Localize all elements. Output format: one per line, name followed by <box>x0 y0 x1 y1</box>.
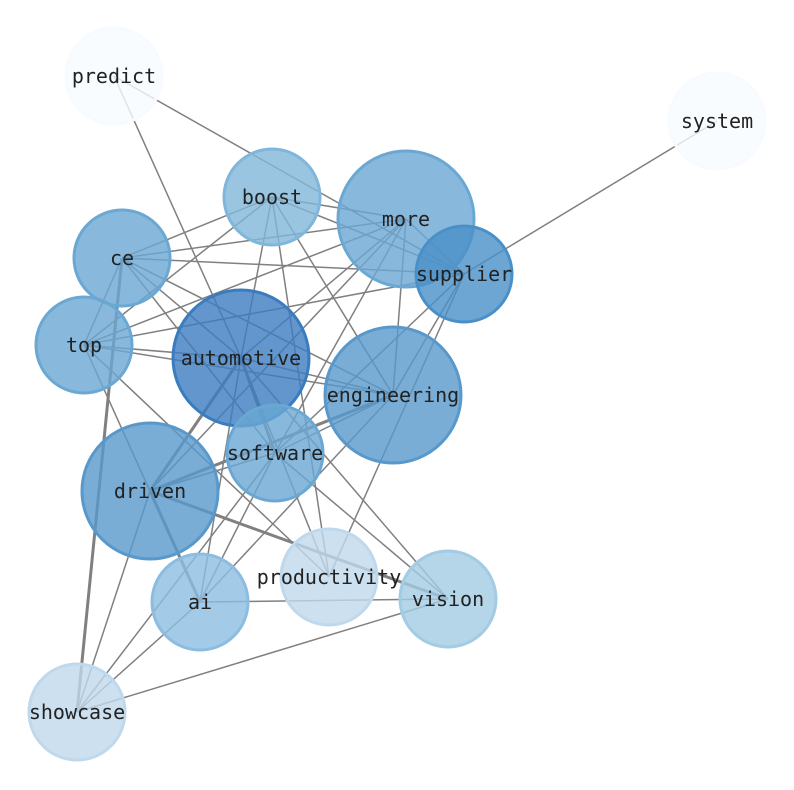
node-vision[interactable]: vision <box>398 549 498 649</box>
node-predict[interactable]: predict <box>64 26 164 126</box>
node-top[interactable]: top <box>34 295 134 395</box>
node-engineering[interactable]: engineering <box>323 325 463 465</box>
node-label: vision <box>412 587 484 611</box>
node-automotive[interactable]: automotive <box>171 288 311 428</box>
node-label: boost <box>242 185 302 209</box>
node-label: system <box>681 109 753 133</box>
node-circle <box>27 662 127 762</box>
node-label: engineering <box>327 383 459 407</box>
node-label: automotive <box>181 346 301 370</box>
node-label: more <box>382 207 430 231</box>
node-label: ce <box>110 246 134 270</box>
node-circle <box>279 527 379 627</box>
node-circle <box>80 421 220 561</box>
node-circle <box>150 552 250 652</box>
node-software[interactable]: software <box>225 403 325 503</box>
node-driven[interactable]: driven <box>80 421 220 561</box>
node-showcase[interactable]: showcase <box>27 662 127 762</box>
node-boost[interactable]: boost <box>222 147 322 247</box>
node-supplier[interactable]: supplier <box>414 224 514 324</box>
node-circle <box>222 147 322 247</box>
node-circle <box>414 224 514 324</box>
node-label: software <box>227 441 323 465</box>
node-ai[interactable]: ai <box>150 552 250 652</box>
edge-showcase-vision <box>76 598 449 713</box>
node-productivity[interactable]: productivity <box>257 527 402 627</box>
node-circle <box>64 26 164 126</box>
node-label: ai <box>188 590 212 614</box>
node-label: top <box>66 333 102 357</box>
node-ce[interactable]: ce <box>72 208 172 308</box>
node-circle <box>398 549 498 649</box>
node-circle <box>225 403 325 503</box>
node-circle <box>323 325 463 465</box>
node-label: showcase <box>29 700 125 724</box>
node-system[interactable]: system <box>667 71 767 171</box>
node-label: productivity <box>257 565 402 589</box>
node-circle <box>34 295 134 395</box>
node-circle <box>72 208 172 308</box>
node-label: predict <box>72 64 156 88</box>
node-label: driven <box>114 479 186 503</box>
node-label: supplier <box>416 262 512 286</box>
node-circle <box>667 71 767 171</box>
